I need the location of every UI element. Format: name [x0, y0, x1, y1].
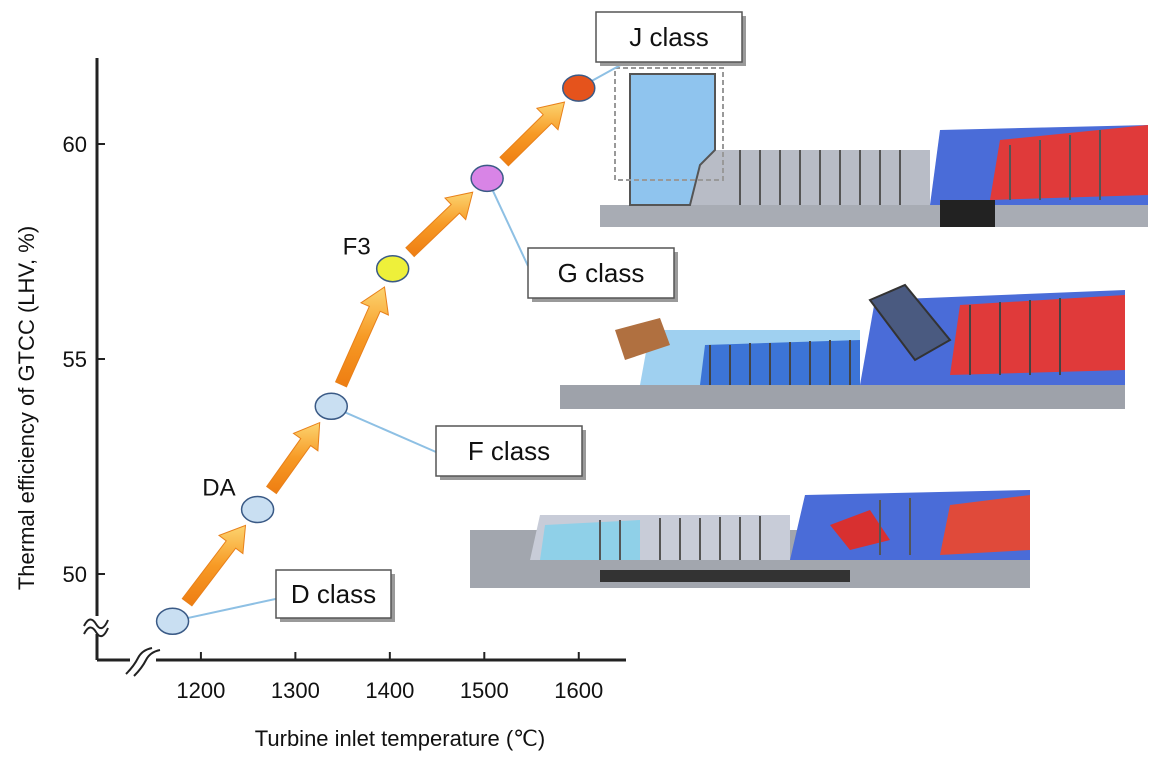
x-tick-label: 1400	[365, 678, 414, 703]
x-axis-title: Turbine inlet temperature (℃)	[255, 726, 545, 751]
y-axis-break-mark	[83, 616, 110, 638]
trend-arrow	[499, 101, 566, 167]
data-point	[314, 392, 349, 421]
callout-leader-line	[330, 405, 437, 453]
x-tick-label: 1200	[176, 678, 225, 703]
data-point	[240, 495, 275, 524]
callout-leader-line	[172, 597, 281, 623]
class-callout-box	[527, 247, 675, 299]
y-tick-group: 50 55 60	[63, 132, 105, 587]
data-points: DA F3	[155, 74, 596, 636]
class-callout-box	[275, 569, 392, 619]
class-callout-label: J class	[629, 22, 708, 52]
trend-arrow	[181, 524, 247, 607]
class-callout-label: F class	[468, 436, 550, 466]
trend-arrow	[334, 286, 390, 388]
data-point-label: F3	[343, 234, 371, 261]
class-callout-label: D class	[291, 579, 376, 609]
x-axis-break-mark	[125, 647, 161, 677]
class-callout-box	[435, 425, 583, 477]
data-point	[375, 254, 410, 283]
trend-arrow	[266, 421, 321, 495]
data-point-label: DA	[202, 475, 235, 502]
y-tick-label: 50	[63, 562, 87, 587]
f-class-turbine-illustration	[470, 490, 1030, 588]
class-callout-box	[595, 11, 743, 63]
callout-leader-line	[486, 177, 529, 267]
data-point	[155, 607, 190, 636]
g-class-turbine-illustration	[560, 283, 1125, 409]
j-class-turbine-illustration	[600, 67, 1148, 227]
y-axis-title: Thermal efficiency of GTCC (LHV, %)	[14, 226, 39, 590]
x-tick-label: 1600	[554, 678, 603, 703]
trend-arrows	[181, 101, 566, 607]
data-point	[470, 164, 504, 193]
x-tick-label: 1300	[271, 678, 320, 703]
y-tick-label: 55	[63, 347, 87, 372]
x-tick-label: 1500	[460, 678, 509, 703]
y-tick-label: 60	[63, 132, 87, 157]
class-callouts: D class F class G class J class	[275, 11, 746, 622]
x-tick-group: 1200 1300 1400 1500 1600	[176, 652, 603, 703]
data-point	[562, 74, 596, 102]
class-callout-label: G class	[558, 258, 645, 288]
trend-arrow	[405, 191, 474, 258]
